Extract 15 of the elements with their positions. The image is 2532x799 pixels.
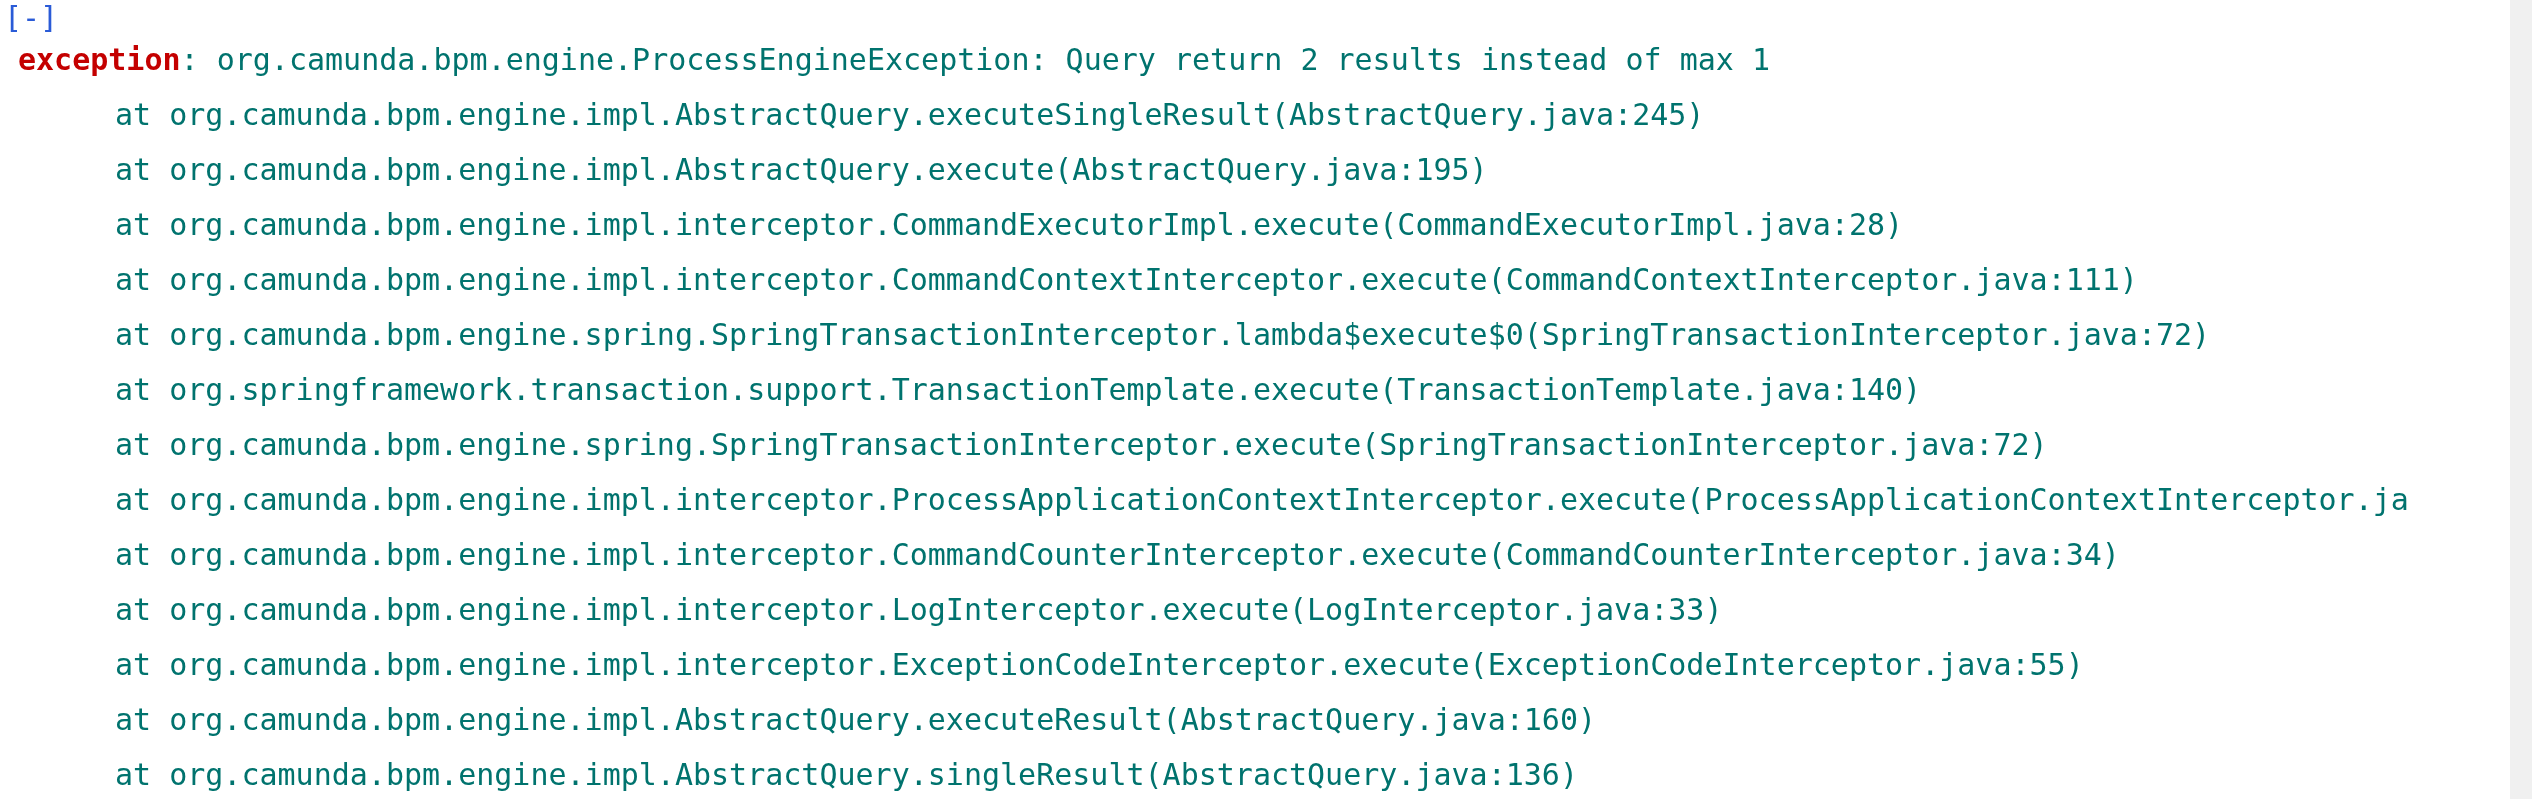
- stack-trace-line: at org.camunda.bpm.engine.spring.SpringTransactionInterceptor.execute(SpringTransactionInterceptor.java:72): [115, 426, 2048, 464]
- exception-message: exception: org.camunda.bpm.engine.ProcessEngineException: Query return 2 results instead of max 1: [18, 41, 1770, 79]
- stack-trace-line: at org.camunda.bpm.engine.impl.interceptor.LogInterceptor.execute(LogInterceptor.java:33): [115, 591, 1723, 629]
- collapse-toggle: [-]: [4, 0, 59, 35]
- stack-trace-line: at org.camunda.bpm.engine.impl.interceptor.CommandExecutorImpl.execute(CommandExecutorImpl.java:28): [115, 206, 1904, 244]
- stack-trace-line: at org.camunda.bpm.engine.impl.interceptor.ExceptionCodeInterceptor.execute(ExceptionCodeInterceptor.java:55): [115, 646, 2084, 684]
- stack-trace-line: at org.camunda.bpm.engine.impl.interceptor.ProcessApplicationContextInterceptor.execute(ProcessApplicationContextInterceptor.ja: [115, 481, 2409, 519]
- stack-trace-line: at org.camunda.bpm.engine.impl.AbstractQuery.executeSingleResult(AbstractQuery.java:245): [115, 96, 1705, 134]
- stack-trace-line: at org.camunda.bpm.engine.impl.interceptor.CommandCounterInterceptor.execute(CommandCounterInterceptor.java:34): [115, 536, 2120, 574]
- stack-trace-line: at org.springframework.transaction.support.TransactionTemplate.execute(TransactionTemplate.java:140): [115, 371, 1922, 409]
- stack-trace-line: at org.camunda.bpm.engine.spring.SpringTransactionInterceptor.lambda$execute$0(SpringTransactionInterceptor.java:72): [115, 316, 2211, 354]
- stack-trace-line: at org.camunda.bpm.engine.impl.AbstractQuery.singleResult(AbstractQuery.java:136): [115, 756, 1578, 794]
- stack-trace-line: at org.camunda.bpm.engine.impl.AbstractQuery.execute(AbstractQuery.java:195): [115, 151, 1488, 189]
- stack-trace-line: at org.camunda.bpm.engine.impl.interceptor.CommandContextInterceptor.execute(CommandContextInterceptor.java:111): [115, 261, 2138, 299]
- stack-trace-line: at org.camunda.bpm.engine.impl.AbstractQuery.executeResult(AbstractQuery.java:160): [115, 701, 1597, 739]
